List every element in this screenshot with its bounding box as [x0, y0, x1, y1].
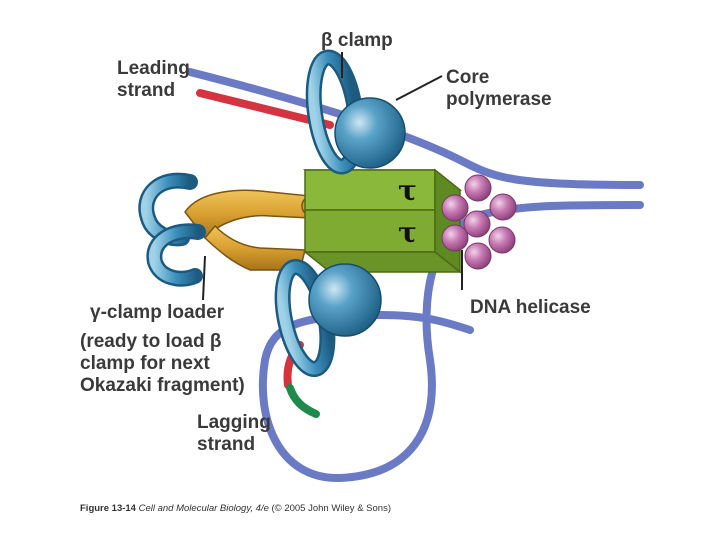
leading-template-strand — [186, 68, 644, 189]
dna-helicase — [441, 174, 517, 270]
core-polymerase-label: Core polymerase — [446, 67, 552, 110]
caption-figure-number: Figure 13-14 — [80, 503, 136, 514]
tau-block: τ τ — [302, 168, 463, 274]
open-beta-clamp — [138, 172, 206, 287]
leader-core-polymerase — [395, 75, 443, 101]
lagging-new-strand-green — [286, 384, 320, 418]
lagging-strand-label: Lagging strand — [197, 412, 271, 455]
tau-label-lower: τ — [398, 216, 417, 249]
upper-core-polymerase — [334, 97, 406, 169]
leading-strand-label: Leading strand — [117, 58, 190, 101]
tau-label-upper: τ — [398, 174, 417, 207]
lower-core-polymerase — [308, 263, 382, 337]
leader-clamp-loader — [202, 255, 206, 301]
figure-caption: Figure 13-14 Cell and Molecular Biology,… — [80, 503, 391, 514]
dna-helicase-label: DNA helicase — [470, 297, 591, 318]
caption-copyright: (© 2005 John Wiley & Sons) — [271, 503, 391, 514]
beta-clamp-label: β clamp — [321, 30, 393, 51]
caption-book-title: Cell and Molecular Biology, 4/e — [138, 503, 269, 514]
gamma-clamp-loader-label: γ-clamp loader — [90, 302, 225, 323]
ready-to-load-note: (ready to load β clamp for next Okazaki … — [80, 331, 245, 396]
